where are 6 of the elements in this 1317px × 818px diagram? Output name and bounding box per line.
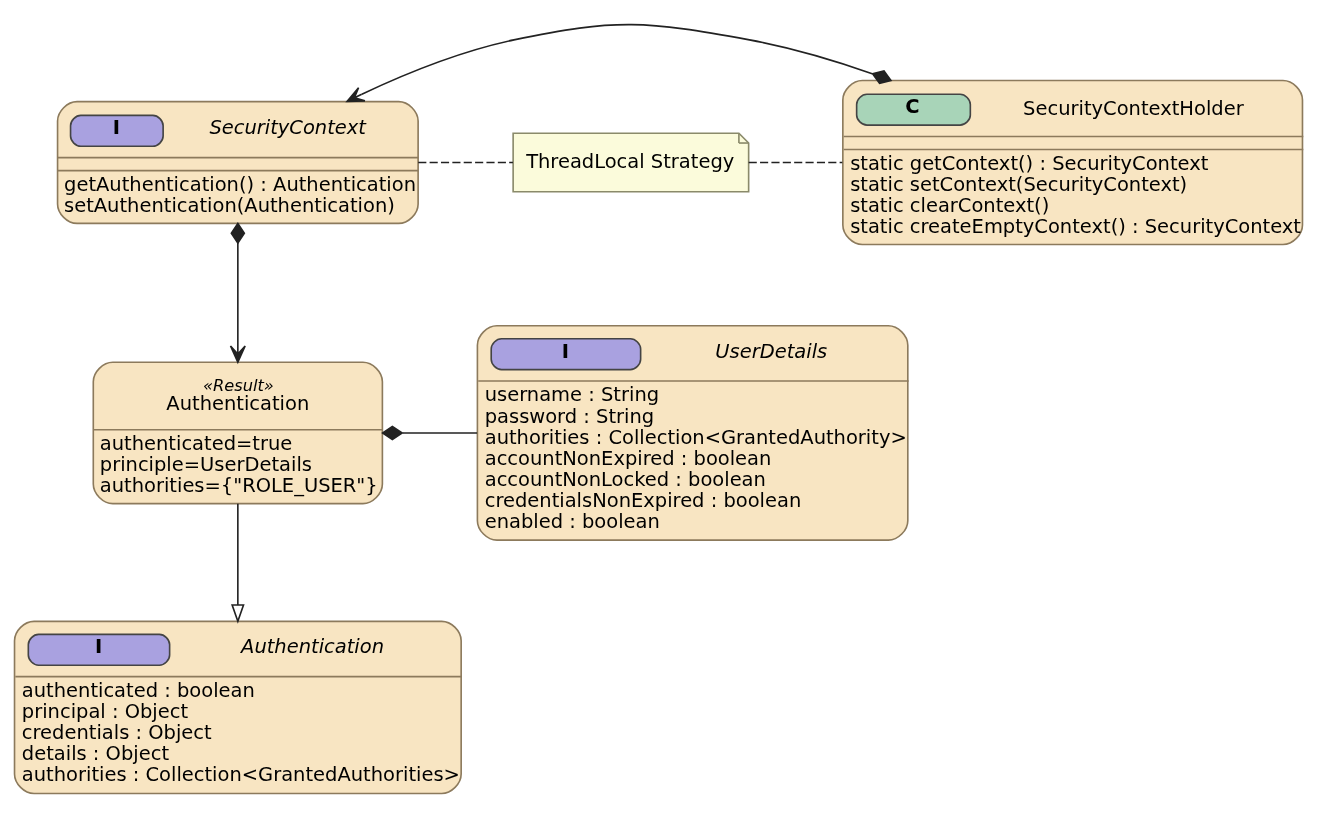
connector: [381, 425, 478, 441]
connector: [747, 161, 844, 164]
arrow: [229, 222, 246, 364]
arrow: [346, 23, 893, 103]
connector: [417, 161, 514, 164]
arrow: [231, 502, 245, 624]
